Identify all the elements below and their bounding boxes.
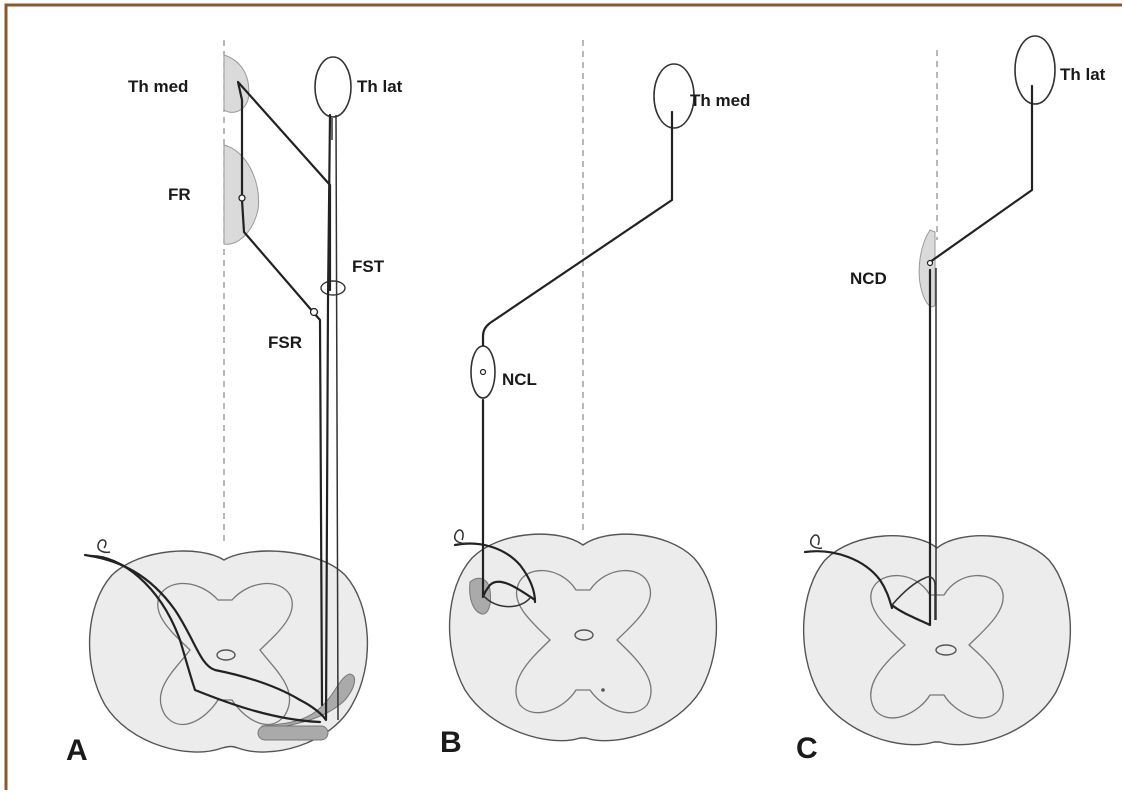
fst-tract-a bbox=[321, 281, 345, 295]
th-med-nucleus-a bbox=[224, 55, 249, 112]
dot-b bbox=[601, 688, 605, 692]
label-th-med-b: Th med bbox=[690, 91, 750, 110]
label-th-med-a: Th med bbox=[128, 77, 188, 96]
fsr-cell-a bbox=[311, 309, 318, 316]
cervicothalamic-fiber-b bbox=[483, 112, 672, 345]
panel-letter-b: B bbox=[440, 726, 462, 759]
th-lat-nucleus-c bbox=[1015, 36, 1055, 104]
panel-letter-c: C bbox=[796, 732, 818, 765]
panel-b: NCL Th med B bbox=[440, 40, 750, 759]
panel-c: NCD Th lat C bbox=[796, 36, 1106, 765]
panel-letter-a: A bbox=[66, 734, 88, 767]
th-med-nucleus-b bbox=[654, 64, 694, 128]
spinal-cord-b bbox=[450, 534, 717, 741]
ncd-cell-c bbox=[928, 261, 933, 266]
dorsal-column-thalamic-fiber-c bbox=[930, 86, 1032, 262]
label-fst-a: FST bbox=[352, 257, 385, 276]
panel-a: Th med Th lat FR FST FSR A bbox=[66, 40, 403, 767]
ncd-nucleus-c bbox=[919, 230, 935, 307]
label-ncd-c: NCD bbox=[850, 269, 887, 288]
ganglion-b bbox=[455, 530, 466, 543]
label-fr-a: FR bbox=[168, 185, 191, 204]
ganglion-a bbox=[98, 540, 110, 552]
ganglion-c bbox=[811, 535, 822, 548]
label-ncl-b: NCL bbox=[502, 370, 537, 389]
label-th-lat-a: Th lat bbox=[357, 77, 403, 96]
label-fsr-a: FSR bbox=[268, 333, 302, 352]
fr-cell-a bbox=[239, 195, 245, 201]
spinal-cord-c bbox=[804, 536, 1071, 745]
ncl-cell-b bbox=[481, 370, 486, 375]
label-th-lat-c: Th lat bbox=[1060, 65, 1106, 84]
th-lat-nucleus-a bbox=[315, 57, 351, 117]
anterior-tract-a bbox=[258, 726, 328, 740]
